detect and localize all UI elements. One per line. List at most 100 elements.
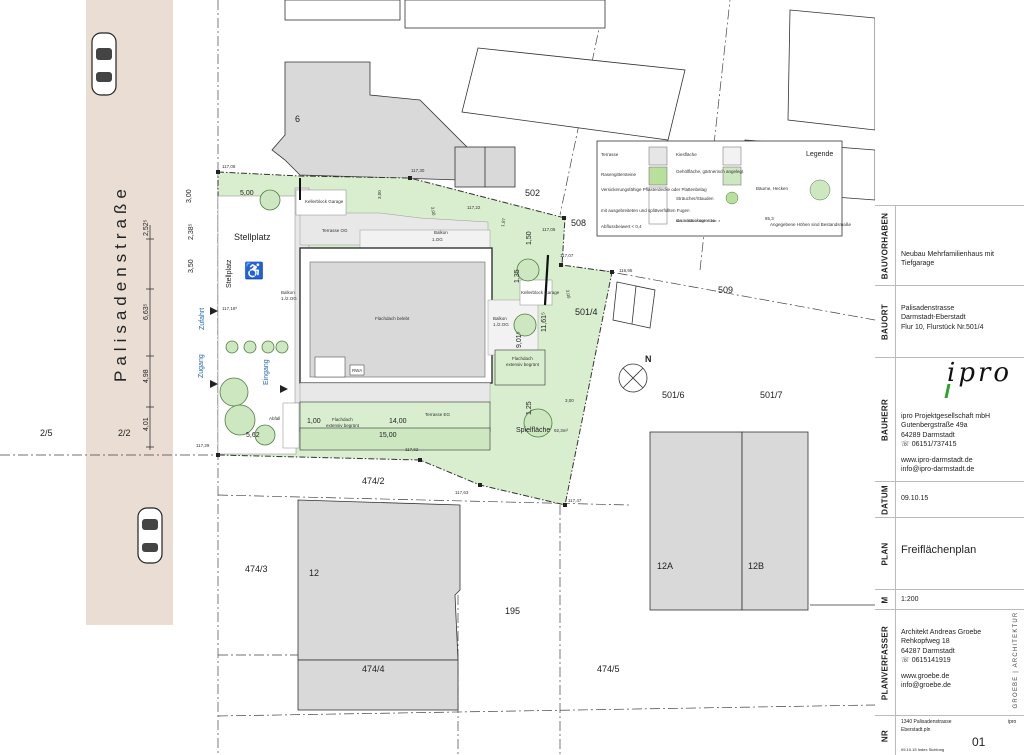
street-dim: 6,63⁵: [143, 303, 150, 320]
section-datum: DATUM 09.10.15: [875, 481, 1024, 518]
legend-item: Kiesfläche: [676, 152, 697, 157]
legend-item: Angegebene Höhen sind Bestandsmaße: [770, 222, 852, 227]
dimension: 5,00: [240, 190, 254, 197]
building-number: 12A: [657, 561, 673, 571]
architect-line: Architekt Andreas Groebe: [901, 629, 982, 636]
file-line: 1340 Palisadenstrasse: [901, 719, 952, 725]
dimension: 1,00: [307, 418, 321, 425]
dimension: 1,50: [526, 231, 533, 245]
building-number: 12B: [748, 561, 764, 571]
driveway-label: Zufahrt: [199, 308, 206, 330]
parcel-number: 501/4: [575, 307, 598, 317]
height-label: 117,63: [455, 490, 469, 495]
legend-item: Grundstücksgrenze: [676, 218, 716, 223]
dimension: 3,00: [565, 398, 574, 403]
parcel-number: 195: [505, 606, 520, 616]
green-roof-label: extensiv begrünt: [326, 423, 360, 428]
height-label: 117,30: [411, 168, 425, 173]
architect-line: Rehkopfweg 18: [901, 638, 950, 646]
parcel-number: 2/5: [40, 428, 53, 438]
file-line: Eberstadt.pln: [901, 727, 931, 733]
balcony-label: Balkon: [281, 290, 295, 295]
dimension: 3,00: [565, 289, 572, 299]
section-label: BAUHERR: [880, 398, 890, 442]
plan-number: 01: [972, 735, 986, 749]
section-label: PLAN: [880, 542, 890, 566]
ipro-small: ipro: [1008, 719, 1017, 725]
car-icon: [91, 32, 117, 96]
street-dim: 4,01: [143, 417, 150, 431]
dimension: 1,87: [500, 217, 507, 227]
access-label: Zugang: [198, 354, 205, 378]
dimension: 3,00: [430, 206, 437, 216]
dimension: 2,38⁵: [188, 223, 195, 240]
roof-label: Flachdach belebt: [375, 316, 410, 321]
parcel-number: 474/4: [362, 664, 385, 674]
dimension: 3,00: [377, 190, 382, 199]
wheelchair-icon: ♿: [244, 261, 264, 280]
legend-title: Legende: [806, 151, 833, 158]
section-plan: PLAN Freiflächenplan: [875, 517, 1024, 590]
building-number: 12: [309, 568, 319, 578]
height-label: 117,18⁵: [222, 306, 237, 311]
waste-label: Abfall: [269, 416, 280, 421]
project-line: Neubau Mehrfamilienhaus mit: [901, 251, 994, 258]
groebe-logo: GROEBE | ARCHITEKTUR: [1011, 605, 1021, 715]
client-line: Gutenbergstraße 49a: [901, 422, 968, 430]
dimension: 14,00: [389, 418, 407, 425]
parcel-number: 508: [571, 218, 586, 228]
legend-item: Sträucher/Stauden: [676, 196, 714, 201]
dimension: 1,35: [514, 269, 521, 283]
ipro-logo: ipro: [947, 358, 1013, 388]
legend-item: Terrasse: [601, 152, 619, 157]
tree-icon: [219, 189, 553, 446]
section-scale: M 1:200: [875, 589, 1024, 610]
architect-line: ☏ 0615141919: [901, 657, 951, 665]
section-planverfasser: PLANVERFASSER Architekt Andreas Groebe R…: [875, 609, 1024, 716]
section-label: BAUORT: [880, 303, 890, 341]
date: 09.10.15: [901, 495, 929, 502]
height-label: 117,62: [405, 447, 419, 452]
parcel-number: 502: [525, 188, 540, 198]
title-block: BAUVORHABEN Neubau Mehrfamilienhaus mit …: [875, 205, 1024, 755]
flat-roof: [309, 261, 486, 378]
plan-title: Freiflächenplan: [901, 544, 977, 556]
street-name: Palisadenstraße: [111, 184, 130, 382]
legend: Legende Terrasse Kiesfläche Rasengitters…: [596, 140, 852, 237]
height-label: 117,05: [542, 227, 556, 232]
balcony-label: Balkon: [493, 316, 507, 321]
file-line: 09.10.15 Index Sichtung: [901, 747, 945, 752]
section-label: DATUM: [880, 485, 890, 515]
green-roof-label: Flachdach: [512, 356, 533, 361]
balcony-label: 1./2.OG: [493, 322, 509, 327]
client-line: info@ipro-darmstadt.de: [901, 466, 975, 474]
legend-item: Bäume, Hecken: [756, 186, 789, 191]
height-label: 117,08: [222, 164, 236, 169]
dimension: 1,25: [526, 401, 533, 415]
legend-item: mit ausgebreiteten und splittverfüllten …: [601, 208, 690, 213]
dimension: 11,61⁵: [541, 312, 548, 332]
play-area-size: 92,3m²: [554, 428, 569, 433]
architect-line: info@groebe.de: [901, 682, 951, 690]
terrace-label: Terrasse EG: [425, 412, 451, 417]
logo-mark: [944, 384, 951, 398]
dimension: 15,00: [379, 432, 397, 439]
entrance-markers: [210, 307, 288, 393]
legend-item: 85,3: [765, 216, 774, 221]
height-label: 117,29: [196, 443, 210, 448]
client-line: ☏ 06151/737415: [901, 441, 957, 449]
section-label: BAUVORHABEN: [880, 212, 890, 280]
section-bauvorhaben: BAUVORHABEN Neubau Mehrfamilienhaus mit …: [875, 205, 1024, 286]
parcel-number: 509: [718, 285, 733, 295]
height-label: 116,95: [619, 268, 633, 273]
dimension: 3,00: [186, 189, 193, 203]
project-line: Tiefgarage: [901, 260, 935, 268]
height-markers: [216, 170, 614, 507]
svg-text:N: N: [645, 354, 652, 364]
height-label: 117,07: [560, 253, 574, 258]
north-arrow-icon: N: [618, 354, 652, 393]
green-roof-label: extensiv begrünt: [506, 362, 540, 367]
parcel-number: 474/3: [245, 564, 268, 574]
architect-line: 64287 Darmstadt: [901, 647, 955, 655]
section-nr: NR 1340 Palisadenstrasse Eberstadt.pln 0…: [875, 715, 1024, 755]
